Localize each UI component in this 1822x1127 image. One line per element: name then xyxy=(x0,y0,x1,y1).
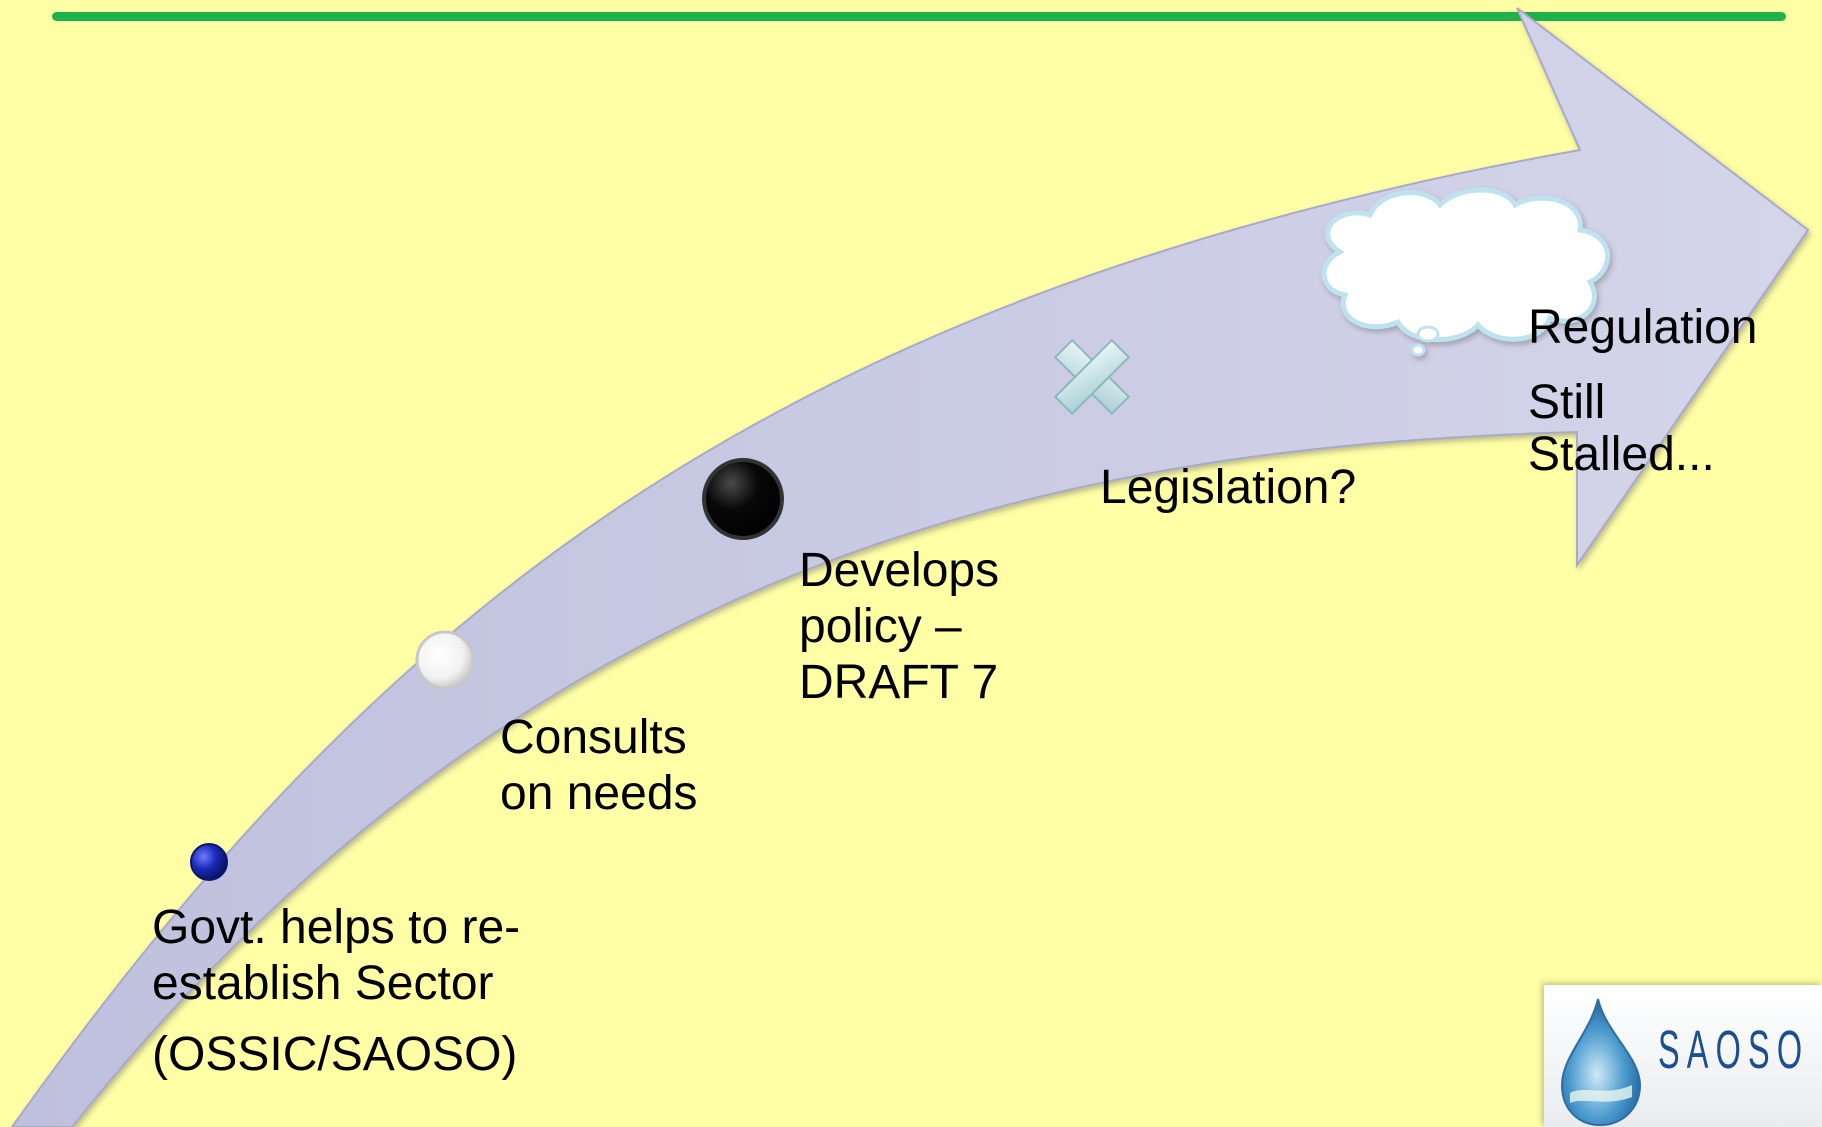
logo-text: SAOSO xyxy=(1658,1020,1810,1080)
step-regulation-sub: Still Stalled... xyxy=(1528,376,1715,481)
thought-cloud-icon xyxy=(1321,187,1610,357)
blue-dot xyxy=(190,843,228,881)
step-regulation-label: Regulation xyxy=(1528,301,1758,354)
water-drop-icon xyxy=(1560,998,1642,1127)
saoso-logo: SAOSO xyxy=(1544,985,1822,1127)
step-govt-label: Govt. helps to re- establish Sector xyxy=(152,901,521,1010)
black-dot xyxy=(702,458,784,540)
step-policy-label: Develops policy – DRAFT 7 xyxy=(799,544,1000,709)
step-legislation-label: Legislation? xyxy=(1100,461,1357,514)
step-consults-label: Consults on needs xyxy=(500,711,698,820)
cross-icon xyxy=(1053,338,1131,416)
step-govt-sub: (OSSIC/SAOSO) xyxy=(152,1028,518,1081)
white-dot xyxy=(415,630,475,690)
top-rule xyxy=(52,12,1786,21)
